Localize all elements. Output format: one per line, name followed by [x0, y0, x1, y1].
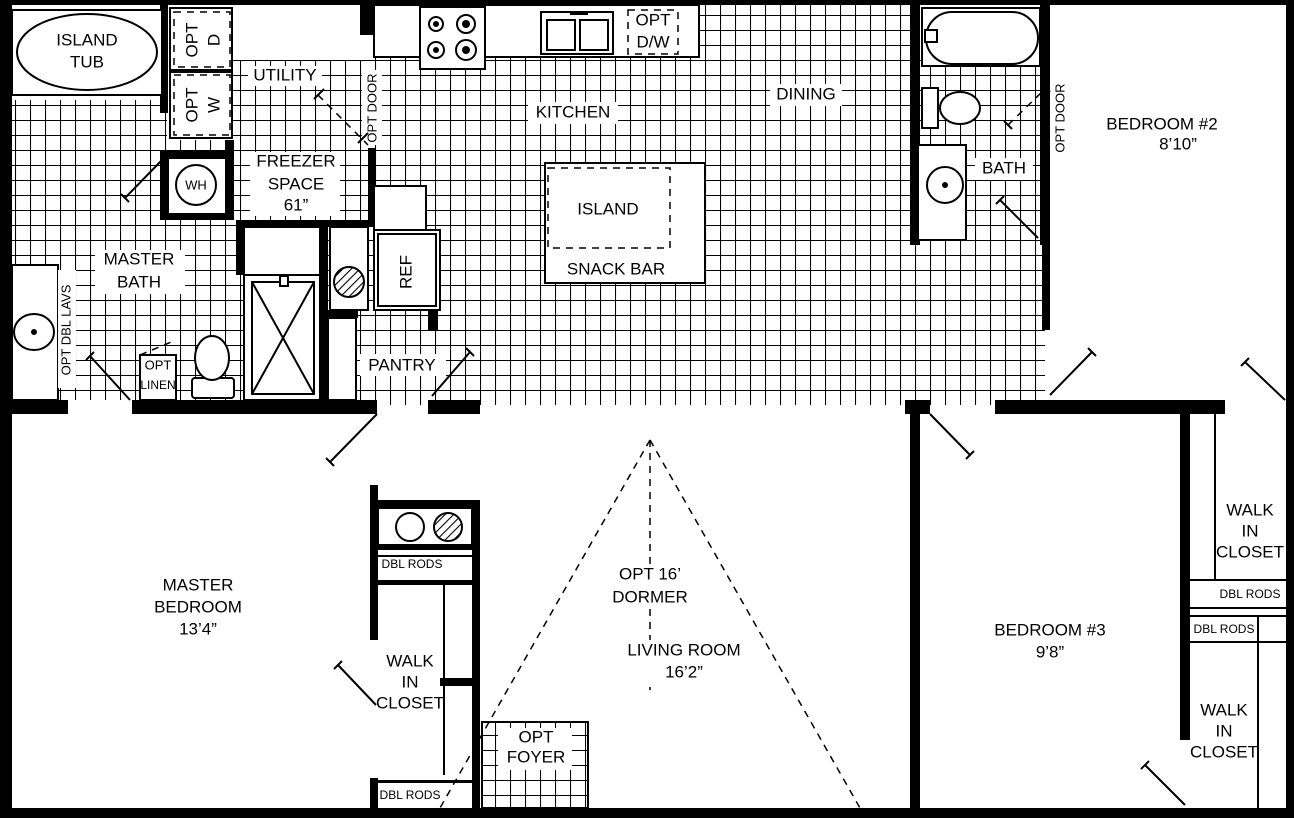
svg-text:13’4”: 13’4”	[179, 619, 217, 638]
svg-text:DORMER: DORMER	[612, 587, 688, 606]
dining-label: DINING	[776, 84, 836, 103]
svg-text:WALK: WALK	[1226, 500, 1274, 519]
svg-text:BEDROOM #2: BEDROOM #2	[1106, 114, 1217, 133]
svg-text:PANTRY: PANTRY	[368, 355, 435, 374]
svg-text:IN: IN	[402, 672, 419, 691]
svg-text:REF: REF	[396, 255, 415, 289]
bedroom-3-walk-in-closet: DBL RODS WALK IN CLOSET	[1190, 615, 1286, 808]
svg-text:OPT DBL LAVS: OPT DBL LAVS	[58, 284, 73, 375]
bedroom-2-walk-in-closet: WALK IN CLOSET DBL RODS	[1190, 414, 1286, 609]
svg-text:BATH: BATH	[117, 272, 161, 291]
svg-text:8’10”: 8’10”	[1159, 134, 1197, 153]
svg-text:OPT: OPT	[519, 727, 554, 746]
svg-text:IN: IN	[1216, 721, 1233, 740]
utility-label: UTILITY	[253, 65, 316, 84]
svg-text:SPACE: SPACE	[268, 174, 324, 193]
svg-text:CLOSET: CLOSET	[1190, 742, 1258, 761]
svg-text:MASTER: MASTER	[104, 249, 175, 268]
svg-text:DBL RODS: DBL RODS	[382, 557, 443, 571]
opt-washer: OPT W	[169, 71, 233, 139]
door-swings	[85, 159, 1286, 806]
svg-text:LINEN: LINEN	[140, 378, 175, 392]
kitchen-island: ISLAND SNACK BAR	[544, 162, 706, 284]
master-walk-in-closet: DBL RODS WALK IN CLOSET DBL RODS	[376, 507, 473, 802]
svg-text:IN: IN	[1242, 521, 1259, 540]
svg-text:61”: 61”	[284, 195, 309, 214]
kitchen-counter: OPT D/W	[373, 4, 700, 70]
svg-text:DBL RODS: DBL RODS	[1194, 622, 1255, 636]
pantry: PANTRY	[327, 317, 446, 401]
svg-text:DBL RODS: DBL RODS	[1220, 587, 1281, 601]
svg-text:WH: WH	[185, 177, 207, 192]
island-tub: ISLAND TUB	[11, 9, 163, 96]
hall-bath: BATH OPT DOOR	[917, 7, 1072, 241]
opt-tub-space	[243, 226, 321, 276]
svg-text:ISLAND: ISLAND	[577, 199, 638, 218]
svg-text:BEDROOM: BEDROOM	[154, 597, 242, 616]
shower	[243, 274, 321, 401]
bedroom-3-label: BEDROOM #3 9’8”	[994, 620, 1105, 661]
opt-foyer: OPT FOYER	[481, 721, 589, 809]
svg-text:BATH: BATH	[982, 158, 1026, 177]
freezer-space: FREEZER SPACE 61”	[250, 151, 340, 216]
svg-text:OPT: OPT	[145, 357, 172, 372]
opt-dryer: OPT D	[169, 7, 233, 71]
opt-linen: OPT LINEN	[139, 339, 177, 401]
kitchen-label: KITCHEN	[536, 102, 611, 121]
svg-text:MASTER: MASTER	[163, 575, 234, 594]
svg-text:BEDROOM #3: BEDROOM #3	[994, 620, 1105, 639]
svg-text:OPT: OPT	[182, 23, 201, 58]
svg-text:SNACK BAR: SNACK BAR	[567, 259, 665, 278]
svg-text:OPT: OPT	[182, 88, 201, 123]
svg-text:ISLAND: ISLAND	[56, 30, 117, 49]
svg-text:D: D	[204, 34, 223, 46]
svg-text:OPT DOOR: OPT DOOR	[1052, 83, 1067, 152]
master-bedroom-label: MASTER BEDROOM 13’4”	[154, 575, 242, 638]
opt-dbl-lavs: OPT DBL LAVS	[11, 264, 76, 401]
toilet	[191, 335, 235, 399]
refrigerator: REF	[373, 185, 441, 311]
living-room: OPT 16’ DORMER LIVING ROOM 16’2”	[439, 439, 861, 809]
svg-text:OPT DOOR: OPT DOOR	[364, 73, 379, 142]
svg-text:TUB: TUB	[70, 52, 104, 71]
svg-text:FREEZER: FREEZER	[256, 151, 335, 170]
furnace	[329, 226, 369, 311]
water-heater: WH	[167, 157, 227, 215]
svg-text:9’8”: 9’8”	[1036, 642, 1065, 661]
opt-door-utility: OPT DOOR	[313, 70, 382, 146]
svg-text:OPT: OPT	[636, 10, 671, 29]
svg-text:D/W: D/W	[636, 32, 669, 51]
svg-text:OPT 16’: OPT 16’	[619, 564, 681, 583]
svg-text:16’2”: 16’2”	[665, 662, 703, 681]
svg-text:LIVING ROOM: LIVING ROOM	[627, 640, 740, 659]
svg-text:DBL RODS: DBL RODS	[380, 788, 441, 802]
master-bath-label: MASTER BATH	[95, 249, 185, 294]
svg-text:CLOSET: CLOSET	[1216, 542, 1284, 561]
svg-text:WALK: WALK	[1200, 700, 1248, 719]
svg-text:FOYER: FOYER	[507, 747, 566, 766]
svg-text:CLOSET: CLOSET	[376, 693, 444, 712]
svg-text:WALK: WALK	[386, 651, 434, 670]
bedroom-2-label: BEDROOM #2 8’10”	[1106, 114, 1217, 153]
svg-text:W: W	[204, 97, 223, 113]
